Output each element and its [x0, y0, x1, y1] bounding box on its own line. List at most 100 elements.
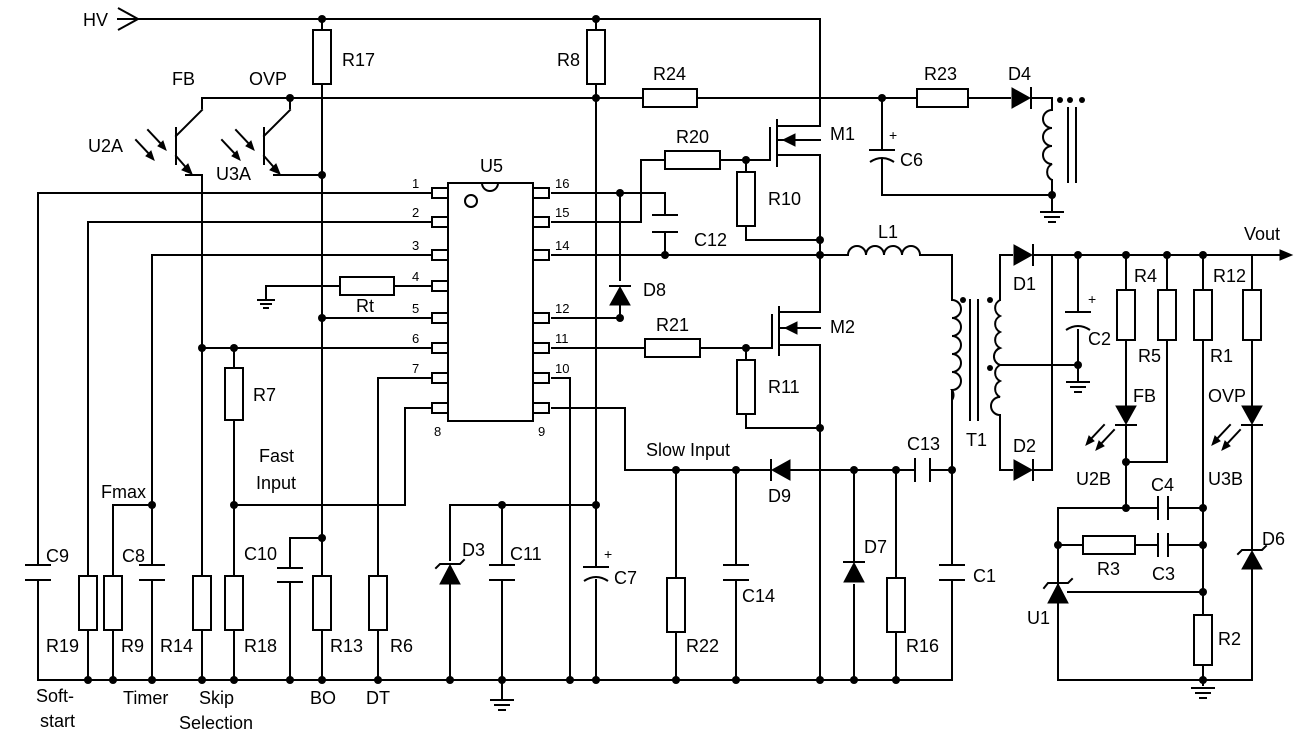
r11-label: R11 — [768, 377, 800, 397]
c11-label: C11 — [510, 544, 542, 564]
skip-label-1: Skip — [199, 688, 234, 708]
d2-label: D2 — [1013, 436, 1036, 456]
optocoupler-u2a: U2A FB — [88, 69, 204, 175]
mosfet-m1: M1 — [769, 114, 855, 167]
resistor-r19 — [78, 575, 98, 631]
r18-label: R18 — [244, 636, 277, 656]
pin-2-label: 2 — [412, 205, 419, 220]
mosfet-m2: M2 — [771, 299, 855, 356]
c10-label: C10 — [244, 544, 277, 564]
resistor-r3 — [1082, 535, 1136, 555]
resistor-r16 — [886, 577, 906, 633]
pin-1-label: 1 — [412, 176, 419, 191]
d6-label: D6 — [1262, 529, 1285, 549]
d4-label: D4 — [1008, 64, 1031, 84]
u5-right-pins — [532, 187, 550, 414]
r2-label: R2 — [1218, 629, 1241, 649]
r1-label: R1 — [1210, 346, 1233, 366]
m1-label: M1 — [830, 124, 855, 144]
ic-u5: U5 1 2 3 4 5 6 7 8 16 15 1 — [412, 156, 569, 439]
u2b-label: U2B — [1076, 469, 1111, 489]
resistor-r18 — [224, 575, 244, 631]
m2-label: M2 — [830, 317, 855, 337]
r20-label: R20 — [676, 127, 709, 147]
resistor-r20 — [664, 150, 721, 170]
hv-label: HV — [83, 10, 108, 30]
r4-label: R4 — [1134, 266, 1157, 286]
pin-15-label: 15 — [555, 205, 569, 220]
c7-label: C7 — [614, 568, 637, 588]
rt-label: Rt — [356, 296, 374, 316]
inductor-l1: L1 — [847, 222, 925, 256]
optocoupler-u2b-arrows: U2B — [1076, 423, 1116, 489]
soft-start-label-2: start — [40, 711, 75, 731]
ovp-right-label: OVP — [1208, 386, 1246, 406]
u2a-label: U2A — [88, 136, 123, 156]
transformer-t1: T1 — [950, 297, 1003, 450]
svg-text:+: + — [604, 546, 612, 562]
pin-10-label: 10 — [555, 361, 569, 376]
pin-9-label: 9 — [538, 424, 545, 439]
c6-label: C6 — [900, 150, 923, 170]
r9-label: R9 — [121, 636, 144, 656]
pin-7-label: 7 — [412, 361, 419, 376]
c2-label: C2 — [1088, 329, 1111, 349]
vout-output-symbol: Vout — [1244, 224, 1294, 261]
c9-label: C9 — [46, 546, 69, 566]
wires — [37, 18, 1281, 701]
pin-4-label: 4 — [412, 269, 419, 284]
r13-label: R13 — [330, 636, 363, 656]
diodes: D4 D8 D9 D7 D3 D1 D2 FB OVP D — [434, 64, 1285, 628]
optocoupler-u3b-arrows: U3B — [1208, 423, 1243, 489]
resistor-rt — [339, 276, 395, 296]
svg-text:+: + — [1088, 291, 1096, 307]
r22-label: R22 — [686, 636, 719, 656]
resistor-r8 — [586, 29, 606, 85]
fast-input-label-2: Input — [256, 473, 296, 493]
resistor-r23 — [916, 88, 969, 108]
r3-label: R3 — [1097, 559, 1120, 579]
vout-label: Vout — [1244, 224, 1280, 244]
r21-label: R21 — [656, 315, 689, 335]
timer-label: Timer — [123, 688, 168, 708]
slow-input-label: Slow Input — [646, 440, 730, 460]
gate-drive-transformer — [1042, 97, 1085, 183]
r6-label: R6 — [390, 636, 413, 656]
u3a-label: U3A — [216, 164, 251, 184]
r19-label: R19 — [46, 636, 79, 656]
pin-6-label: 6 — [412, 331, 419, 346]
soft-start-label-1: Soft- — [36, 686, 74, 706]
r12-label: R12 — [1213, 266, 1246, 286]
pin-12-label: 12 — [555, 301, 569, 316]
resistor-r9 — [103, 575, 123, 631]
u3b-label: U3B — [1208, 469, 1243, 489]
ovp-label: OVP — [249, 69, 287, 89]
l1-label: L1 — [878, 222, 898, 242]
svg-text:+: + — [889, 127, 897, 143]
skip-label-2: Selection — [179, 713, 253, 733]
resistor-r5 — [1157, 289, 1177, 341]
pin-11-label: 11 — [555, 331, 569, 346]
d8-label: D8 — [643, 280, 666, 300]
d9-label: D9 — [768, 486, 791, 506]
resistor-r7 — [224, 367, 244, 421]
u1-label: U1 — [1027, 608, 1050, 628]
r7-label: R7 — [253, 385, 276, 405]
c3-label: C3 — [1152, 564, 1175, 584]
r10-label: R10 — [768, 189, 801, 209]
resistor-r24 — [642, 88, 698, 108]
resistor-r17 — [312, 29, 332, 85]
resistor-r10 — [736, 171, 756, 227]
pin-3-label: 3 — [412, 238, 419, 253]
resistors: R17 R8 R24 R23 R20 R10 Rt R21 R11 R7 R19… — [46, 29, 1262, 666]
resistor-r22 — [666, 577, 686, 633]
pin-8-label: 8 — [434, 424, 441, 439]
r23-label: R23 — [924, 64, 957, 84]
hv-input-symbol: HV — [83, 7, 141, 31]
resistor-r1 — [1193, 289, 1213, 341]
r24-label: R24 — [653, 64, 686, 84]
resistor-r11 — [736, 359, 756, 415]
r14-label: R14 — [160, 636, 193, 656]
optocoupler-u3a: U3A OVP — [216, 69, 292, 184]
